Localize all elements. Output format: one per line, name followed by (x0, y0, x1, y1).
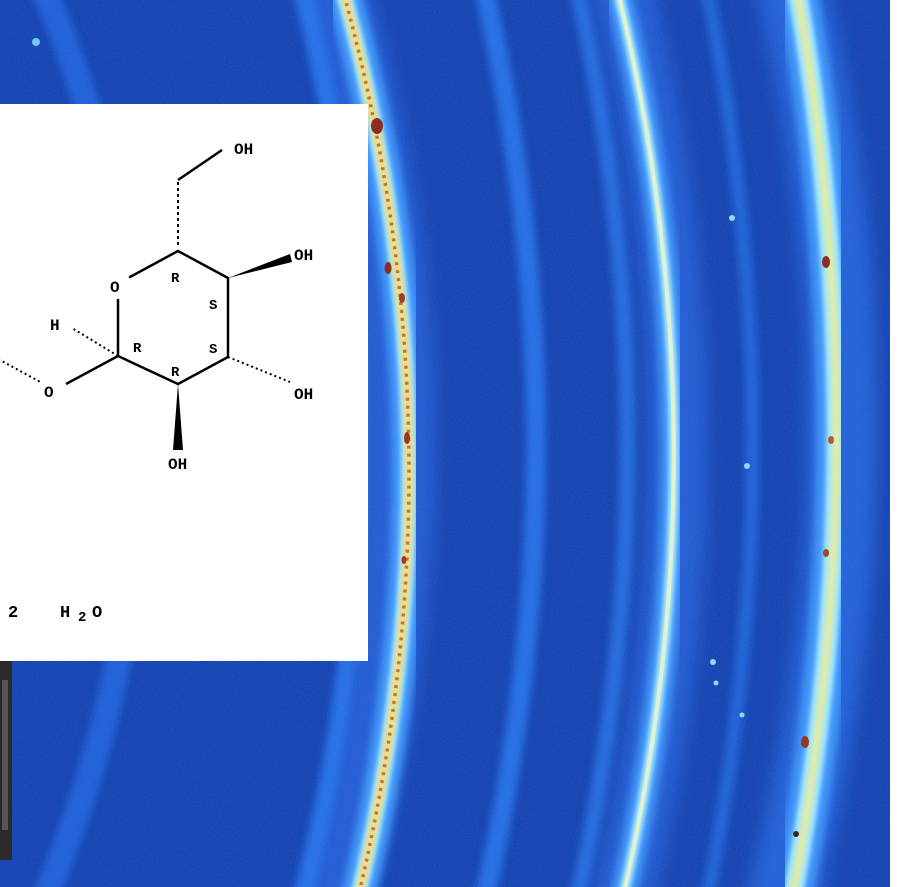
hydroxyl-c4-label: OH (294, 247, 313, 265)
hashed-bond-c3-oh (227, 356, 291, 383)
bond-o1-methyl (0, 359, 45, 385)
hashed-bond-c1-h (71, 327, 119, 357)
bond-c1-o1 (65, 354, 119, 386)
wedge-c2-oh (173, 384, 183, 450)
hydrate-formula: 2 H 2 O (8, 604, 102, 626)
hydrate-count: 2 (8, 604, 18, 623)
bond-c6-o6 (177, 148, 223, 182)
hydrate-o: O (92, 604, 102, 623)
stereo-c1-label: R (133, 341, 142, 357)
anomeric-hydrogen-label: H (50, 317, 60, 335)
stereo-c2-label: R (171, 365, 180, 381)
hydroxyl-c2-label: OH (168, 456, 187, 474)
pyranose-ring (116, 249, 230, 386)
wedge-c4-oh (228, 254, 292, 278)
photo-fragment (0, 660, 12, 860)
hydroxyl-c3-label: OH (294, 386, 313, 404)
hydroxyl-c6-label: OH (234, 141, 253, 159)
stereo-c5-label: R (171, 271, 180, 287)
hydrate-h: H (60, 604, 70, 623)
glycosidic-oxygen-label: O (44, 384, 54, 402)
stereo-c3-label: S (209, 342, 217, 358)
hydrate-subscript: 2 (78, 610, 86, 626)
ring-oxygen-label: O (110, 279, 120, 297)
stereo-c4-label: S (209, 298, 217, 314)
structure-panel: O OH OH OH OH O H R S S R R 2 H 2 O (0, 104, 368, 661)
right-margin (890, 0, 897, 887)
